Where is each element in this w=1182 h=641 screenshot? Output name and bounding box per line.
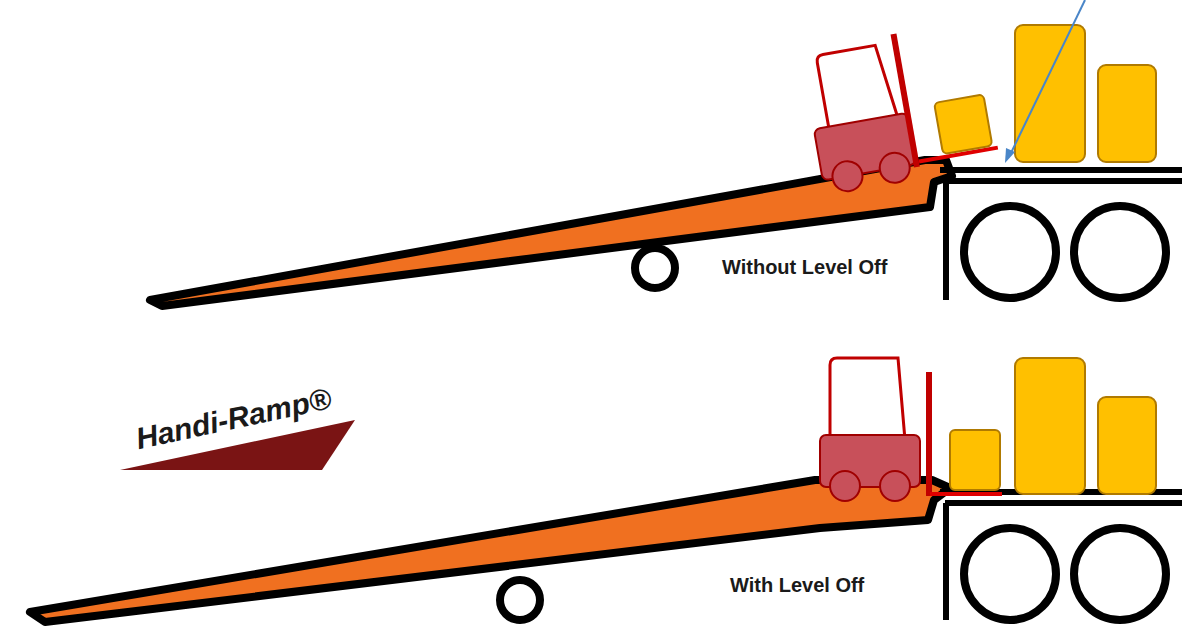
- truck-frame: [943, 503, 949, 620]
- leader-line: [1010, 0, 1085, 155]
- ramp-wheel: [500, 580, 540, 620]
- cargo-box: [1098, 65, 1156, 162]
- scene-label: Without Level Off: [722, 256, 887, 279]
- ramp: [150, 160, 952, 306]
- truck-wheel: [964, 206, 1056, 298]
- truck-wheel: [1074, 528, 1166, 620]
- truck-wheel: [964, 528, 1056, 620]
- truck-wheel: [1074, 206, 1166, 298]
- forklift: [800, 20, 1001, 196]
- truck-bed: [940, 167, 1182, 173]
- truck-bed: [945, 178, 1182, 184]
- truck-frame: [943, 181, 949, 300]
- cargo-box: [1098, 397, 1156, 494]
- cargo-box: [1015, 358, 1085, 494]
- scene-label: With Level Off: [730, 574, 864, 597]
- ramp-wheel: [635, 248, 675, 288]
- ramp: [30, 480, 950, 622]
- truck-bed: [945, 500, 1182, 506]
- leader-arrowhead: [1005, 148, 1015, 163]
- forklift: [820, 358, 1002, 501]
- cargo-box: [1015, 25, 1085, 162]
